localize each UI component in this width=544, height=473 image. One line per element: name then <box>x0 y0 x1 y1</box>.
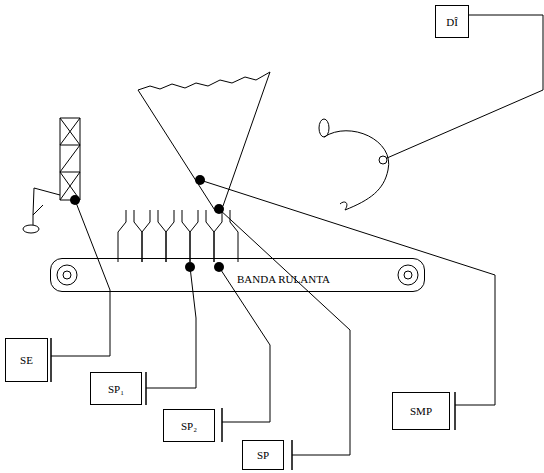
control-box: SP <box>242 440 284 470</box>
control-box: SE <box>5 338 48 382</box>
band-label: BANDA RULANTA <box>237 273 330 285</box>
terminal-bar <box>51 338 455 470</box>
control-box: SP₂ <box>163 409 215 442</box>
hopper <box>138 72 270 212</box>
control-box: SP₁ <box>90 372 142 405</box>
roller-axle <box>63 271 71 279</box>
box-label: SMP <box>410 405 432 417</box>
crane <box>23 118 80 233</box>
conveyor-belt: BANDA RULANTA <box>50 258 425 292</box>
hopper-top <box>138 72 270 90</box>
box-label: DÎ <box>446 16 458 28</box>
bottles <box>118 210 238 262</box>
box-label: SP <box>257 449 269 461</box>
manipulator-arm <box>319 119 389 210</box>
box-label: SP₂ <box>181 420 197 432</box>
roller <box>398 265 418 285</box>
signal-wire <box>51 15 543 455</box>
roller-axle <box>404 271 412 279</box>
box-label: SE <box>20 354 33 366</box>
bottle <box>214 210 238 262</box>
control-box: DÎ <box>435 5 469 38</box>
bottle <box>190 210 214 262</box>
box-label: SP₁ <box>108 383 124 395</box>
roller <box>57 265 77 285</box>
bottle <box>118 210 142 262</box>
bottle <box>142 210 166 262</box>
bottle <box>166 210 190 262</box>
control-box: SMP <box>392 392 450 430</box>
